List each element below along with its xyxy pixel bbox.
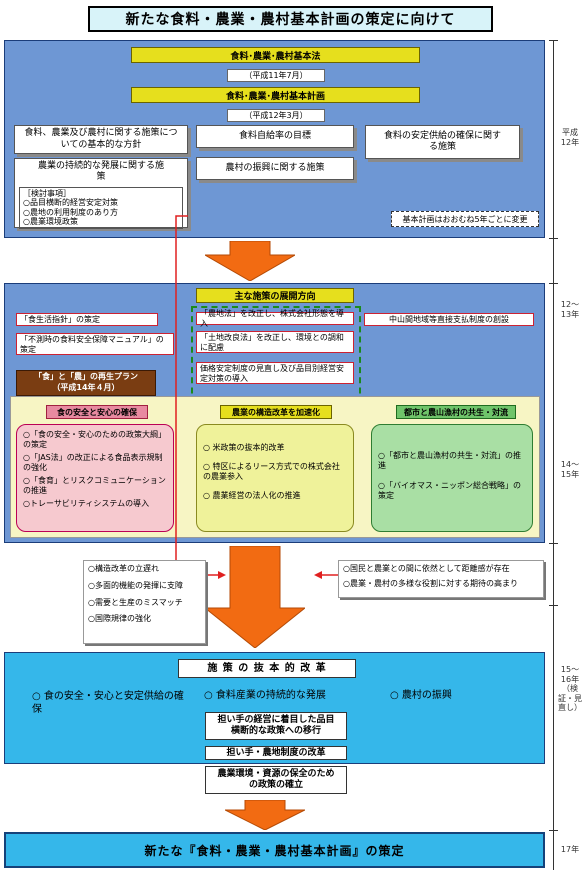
regen-plan-title: 「食」と「農」の再生プラン [34,372,138,381]
timeline-tick [549,40,558,41]
timeline-tick [549,238,558,239]
reform-bar-environment: 農業環境・資源の保全のための政策の確立 [205,766,347,794]
emergency-manual-box: 「不測時の食料安全保障マニュアル」の策定 [16,333,174,355]
review-item: ○農地の利用制度のあり方 [23,207,118,217]
issue-item: ○国民と農業との間に依然として距離感が存在 [343,564,510,573]
list-item: ○ 特区によるリース方式での株式会社の農業参入 [203,462,340,481]
price-policy-box: 価格安定制度の見直し及び品目別経営安定対策の導入 [196,362,354,384]
year-label-h12-13: 12～13年 [560,300,580,319]
revise-note: 基本計画はおおむね5年ごとに変更 [391,211,539,227]
mountain-payment-box: 中山間地域等直接支払制度の創設 [364,313,534,326]
reform-bar-crosscutting: 担い手の経営に着目した品目横断的な政策への移行 [205,712,347,740]
col-safety-list: ○「食の安全・安心のための政策大綱」の策定 ○「JAS法」の改正による食品表示規… [16,424,174,532]
list-item: ○ 米政策の抜本的改革 [203,443,285,452]
basic-law-bar: 食料･農業･農村基本法 [131,47,420,63]
diet-guide-box: 「食生活指針」の策定 [16,313,158,326]
year-label-h12: 平成12年 [560,128,580,147]
col-structure-head: 農業の構造改革を加速化 [220,405,332,419]
review-items-box: ［検討事項］ ○品目横断的経営安定対策 ○農地の利用制度のあり方 ○農業環境政策 [19,186,183,229]
issue-item: ○構造改革の立遅れ [88,564,159,573]
sustainable-agri-label: 農業の持続的な発展に関する施策 [37,161,164,183]
issue-item: ○国際規律の強化 [88,614,151,624]
new-plan-bar: 新たな『食料・農業・農村基本計画』の策定 [4,832,545,868]
year-label-h17: 17年 [560,845,580,854]
reform-head: 施 策 の 抜 本 的 改 革 [178,659,356,678]
timeline-tick [549,543,558,544]
pillar-food-safety: ○ 食の安全・安心と安定供給の確保 [32,691,184,715]
issue-item: ○農業・農村の多様な役割に対する期待の高まり [343,578,518,588]
col-structure-list: ○ 米政策の抜本的改革 ○ 特区によるリース方式での株式会社の農業参入 ○ 農業… [196,424,354,532]
basic-plan-date: （平成12年3月） [227,109,325,122]
issues-left: ○構造改革の立遅れ ○多面的機能の発揮に支障 ○需要と生産のミスマッチ ○国際規… [83,560,206,644]
farmland-act-box: 「農地法」を改正し、株式会社形態を導入 [196,309,354,328]
rural-promotion-box: 農村の振興に関する施策 [196,157,354,180]
issue-item: ○需要と生産のミスマッチ [88,597,183,607]
list-item: ○「都市と農山漁村の共生・対流」の推進 [378,451,521,470]
flow-arrow-1 [205,241,295,281]
basic-law-date: （平成11年7月） [227,69,325,82]
review-item: ○農業環境政策 [23,217,78,227]
land-improvement-box: 「土地改良法」を改正し、環境との調和に配慮 [196,331,354,353]
page-title: 新たな食料・農業・農村基本計画の策定に向けて [88,6,493,32]
timeline-tick [549,605,558,606]
flow-arrow-3 [225,800,305,830]
pillar-rural: ○ 農村の振興 [390,690,452,701]
issues-right: ○国民と農業との間に依然として距離感が存在 ○農業・農村の多様な役割に対する期待… [338,560,544,598]
main-direction-bar: 主な施策の展開方向 [196,288,354,303]
list-item: ○「JAS法」の改正による食品表示規制の強化 [23,453,163,472]
list-item: ○「食の安全・安心のための政策大綱」の策定 [23,430,166,449]
reform-bar-land-system: 担い手・農地制度の改革 [205,746,347,760]
list-item: ○トレーサビリティシステムの導入 [23,499,150,508]
timeline-tick [549,830,558,831]
regen-plan-date: （平成14年４月） [52,382,120,392]
timeline-tick [549,283,558,284]
basic-policy-box: 食料、農業及び農村に関する施策についての基本的な方針 [14,125,188,154]
review-items-head: ［検討事項］ [23,188,71,198]
sustainable-agri-box: 農業の持続的な発展に関する施策 ［検討事項］ ○品目横断的経営安定対策 ○農地の… [14,158,188,229]
issue-item: ○多面的機能の発揮に支障 [88,580,183,590]
year-label-h14-15: 14～15年 [560,460,580,479]
basic-plan-bar: 食料･農業･農村基本計画 [131,87,420,103]
col-safety-head: 食の安全と安心の確保 [46,405,148,419]
pillar-food-industry: ○ 食料産業の持続的な発展 [204,690,326,701]
list-item: ○ 農業経営の法人化の推進 [203,491,301,500]
regen-plan-label: 「食」と「農」の再生プラン （平成14年４月） [16,370,156,396]
self-sufficiency-box: 食料自給率の目標 [196,125,354,148]
list-item: ○「バイオマス・ニッポン総合戦略」の策定 [378,481,521,500]
review-item: ○品目横断的経営安定対策 [23,198,118,208]
year-label-h15-16: 15～16年（検証・見直し） [558,665,582,713]
col-urban-list: ○「都市と農山漁村の共生・対流」の推進 ○「バイオマス・ニッポン総合戦略」の策定 [371,424,533,532]
timeline-line [553,40,554,870]
list-item: ○「食育」とリスクコミュニケーションの推進 [23,476,166,495]
stable-supply-box: 食料の安定供給の確保に関する施策 [365,125,520,159]
flow-arrow-2 [205,546,305,648]
col-urban-head: 都市と農山漁村の共生・対流 [396,405,516,419]
